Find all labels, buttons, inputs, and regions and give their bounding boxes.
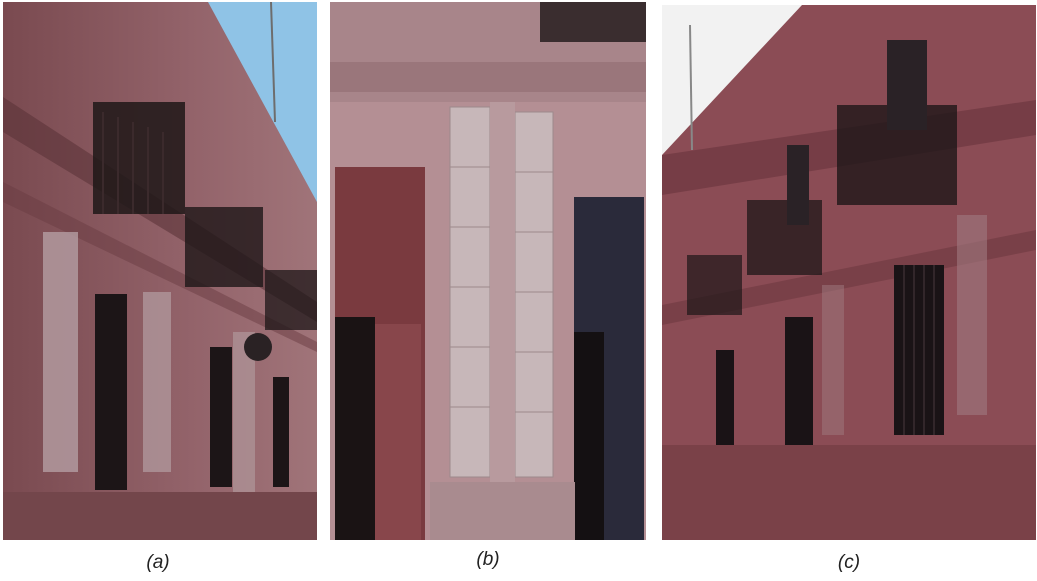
- caption-c: (c): [837, 552, 861, 573]
- photo-panel-c: [662, 5, 1036, 540]
- caption-a: (a): [146, 552, 170, 573]
- caption-b: (b): [476, 549, 500, 570]
- photo-b-doorway-pilaster: [330, 2, 646, 540]
- photo-c-building-facade: [662, 5, 1036, 540]
- photo-panel-a: [3, 2, 317, 540]
- photo-a-building-facade: [3, 2, 317, 540]
- photo-panel-b: [330, 2, 646, 540]
